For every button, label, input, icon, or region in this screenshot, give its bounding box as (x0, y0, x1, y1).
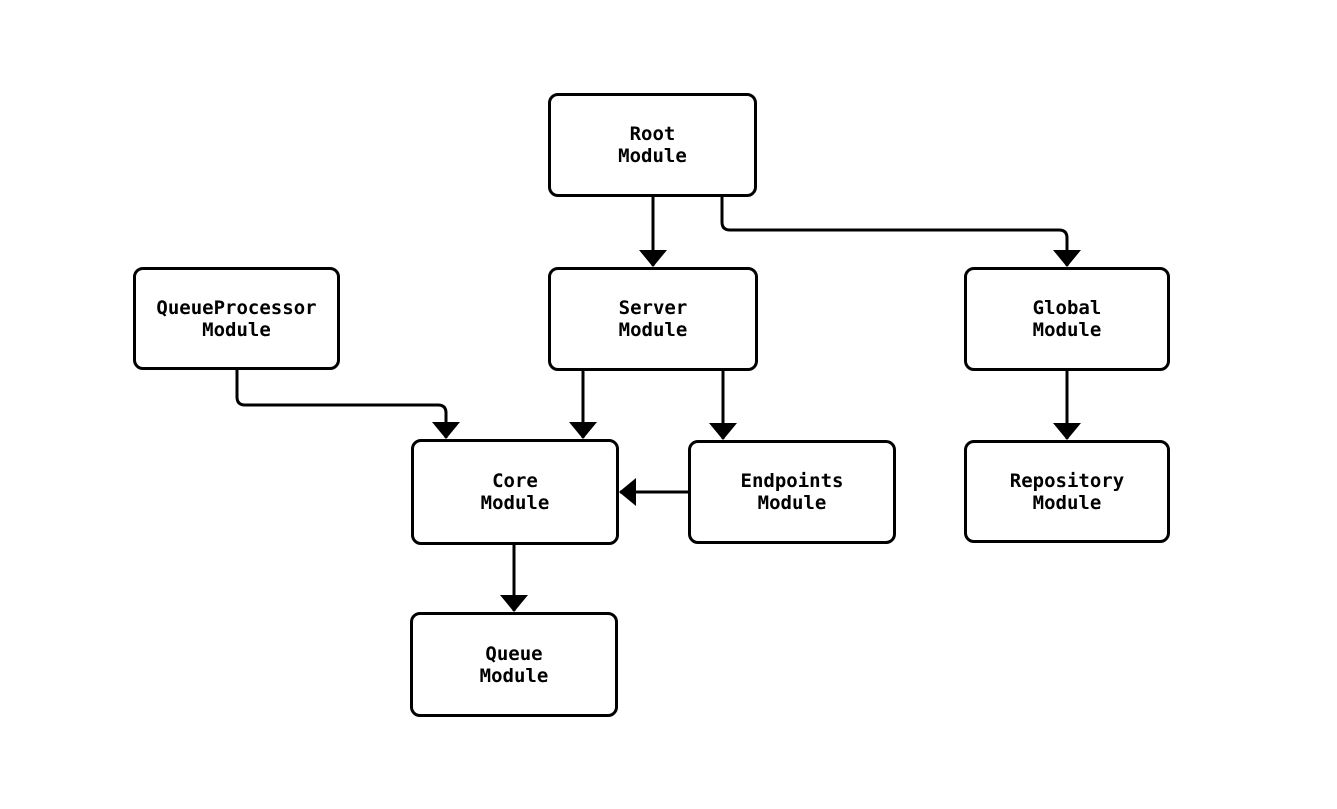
node-endpoints-module: Endpoints Module (688, 440, 896, 544)
edge-root-to-global (720, 197, 1081, 267)
node-global-module: Global Module (964, 267, 1170, 371)
node-queue-module: Queue Module (410, 612, 618, 717)
node-server-module: Server Module (548, 267, 758, 371)
edge-queueprocessor-to-core (235, 370, 460, 439)
node-root-module: Root Module (548, 93, 757, 197)
node-core-module: Core Module (411, 439, 619, 545)
node-repository-module: Repository Module (964, 440, 1170, 543)
node-queueprocessor-module: QueueProcessor Module (133, 267, 340, 370)
